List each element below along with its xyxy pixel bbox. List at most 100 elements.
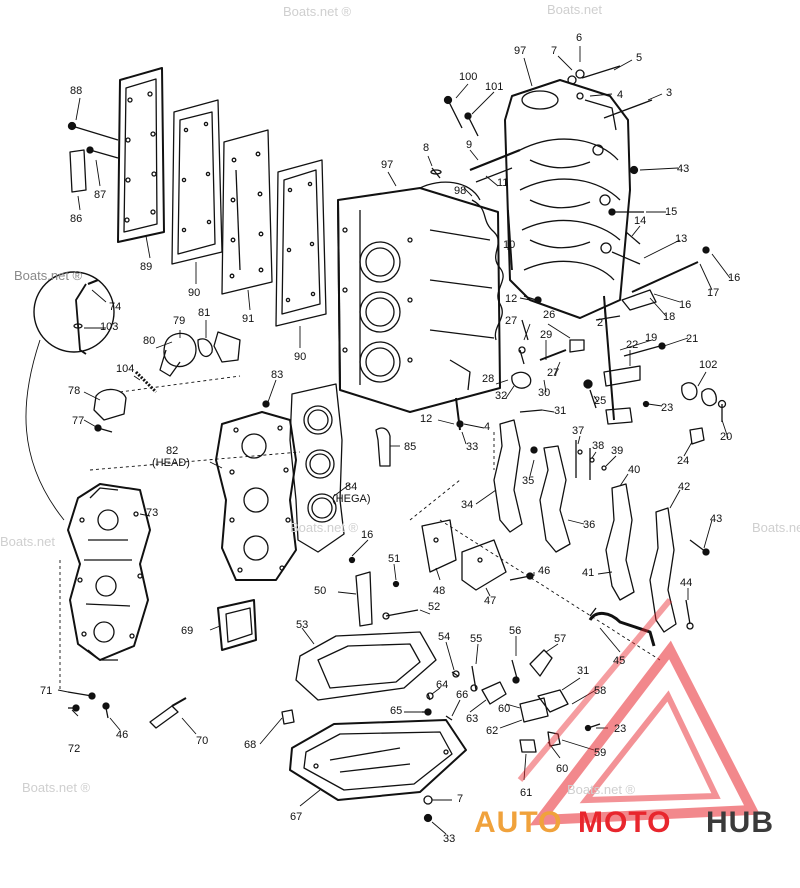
label-97-cover: 97	[514, 45, 527, 57]
label-7-bottom: 7	[457, 793, 464, 805]
bracket-47-48	[421, 519, 534, 591]
label-90a: 90	[188, 287, 201, 299]
label-42: 42	[678, 481, 691, 493]
label-63: 63	[466, 713, 479, 725]
label-20: 20	[720, 431, 733, 443]
label-27-left: 27	[505, 315, 518, 327]
label-2: 2	[597, 317, 604, 329]
label-52: 52	[428, 601, 441, 613]
head-gasket-84	[289, 383, 345, 553]
detail-circle	[33, 271, 115, 353]
label-14: 14	[634, 215, 647, 227]
label-45: 45	[613, 655, 626, 667]
label-84-hega: (HEGA)	[332, 493, 371, 505]
label-101: 101	[485, 81, 504, 93]
label-37: 37	[572, 425, 585, 437]
label-60-mid: 60	[498, 703, 511, 715]
automotohub-logo: AUTO MOTO HUB	[474, 808, 796, 842]
cylinder-head-82	[215, 411, 297, 581]
label-74: 74	[109, 301, 122, 313]
label-82-head: (HEAD)	[152, 457, 190, 469]
label-7-top: 7	[551, 45, 558, 57]
cylinder-block-97	[337, 181, 501, 413]
watermark-top-right: Boats.net	[547, 2, 602, 17]
label-4-mid: 4	[484, 421, 491, 433]
label-57: 57	[554, 633, 567, 645]
automotohub-logo-mark	[517, 598, 760, 826]
watermark-mid: Boats.net ®	[290, 520, 359, 535]
label-33-bottom: 33	[443, 833, 456, 845]
label-98: 98	[454, 185, 467, 197]
label-51: 51	[388, 553, 401, 565]
watermark-right: Boats.net	[752, 520, 800, 535]
label-44: 44	[680, 577, 693, 589]
label-68: 68	[244, 739, 257, 751]
label-72: 72	[68, 743, 81, 755]
label-24: 24	[677, 455, 690, 467]
label-11: 11	[497, 177, 509, 189]
label-87: 87	[94, 189, 107, 201]
label-32: 32	[495, 390, 508, 402]
label-38: 38	[592, 440, 605, 452]
label-43-right: 43	[710, 513, 723, 525]
crankcase-cover-97	[504, 79, 631, 319]
label-46-left: 46	[116, 729, 129, 741]
label-31-low: 31	[577, 665, 590, 677]
exhaust-gasket-90b	[275, 159, 327, 327]
label-17: 17	[707, 287, 720, 299]
label-62: 62	[486, 725, 499, 737]
label-8: 8	[423, 142, 430, 154]
label-50: 50	[314, 585, 327, 597]
label-55: 55	[470, 633, 483, 645]
label-13: 13	[675, 233, 688, 245]
label-3: 3	[666, 87, 673, 99]
label-71: 71	[40, 685, 53, 697]
label-39: 39	[611, 445, 624, 457]
label-31-top: 31	[554, 405, 567, 417]
label-100: 100	[459, 71, 478, 83]
exhaust-cover-89	[117, 67, 165, 243]
label-104: 104	[116, 363, 135, 375]
label-21: 21	[686, 333, 699, 345]
label-34: 34	[461, 499, 474, 511]
label-78: 78	[68, 385, 81, 397]
label-91: 91	[242, 313, 255, 325]
label-26: 26	[543, 309, 556, 321]
label-29: 29	[540, 329, 553, 341]
label-81: 81	[198, 307, 211, 319]
exhaust-plate-91	[221, 129, 273, 295]
label-103: 103	[100, 321, 119, 333]
label-22: 22	[626, 339, 639, 351]
label-25: 25	[594, 395, 607, 407]
label-19: 19	[645, 332, 658, 344]
label-30: 30	[538, 387, 551, 399]
logo-text-moto: MOTO	[578, 806, 672, 839]
label-10: 10	[503, 239, 516, 251]
label-89: 89	[140, 261, 153, 273]
label-47: 47	[484, 595, 497, 607]
label-12-mid: 12	[420, 413, 433, 425]
label-102: 102	[699, 359, 718, 371]
label-82: 82	[166, 445, 179, 457]
watermark-lower-right: Boats.net ®	[567, 782, 636, 797]
label-15: 15	[665, 206, 678, 218]
label-9: 9	[466, 139, 473, 151]
label-35: 35	[522, 475, 535, 487]
label-60-low: 60	[556, 763, 569, 775]
label-23-top: 23	[661, 402, 674, 414]
label-6: 6	[576, 32, 583, 44]
label-56: 56	[509, 625, 522, 637]
label-36: 36	[583, 519, 596, 531]
label-79: 79	[173, 315, 186, 327]
label-23-low: 23	[614, 723, 627, 735]
label-16-right: 16	[728, 272, 741, 284]
label-53: 53	[296, 619, 309, 631]
label-86: 86	[70, 213, 83, 225]
label-54: 54	[438, 631, 451, 643]
head-cover-73	[67, 483, 151, 661]
logo-text-auto: AUTO	[474, 806, 563, 839]
baffles	[493, 419, 677, 633]
label-41: 41	[582, 567, 595, 579]
label-90b: 90	[294, 351, 307, 363]
